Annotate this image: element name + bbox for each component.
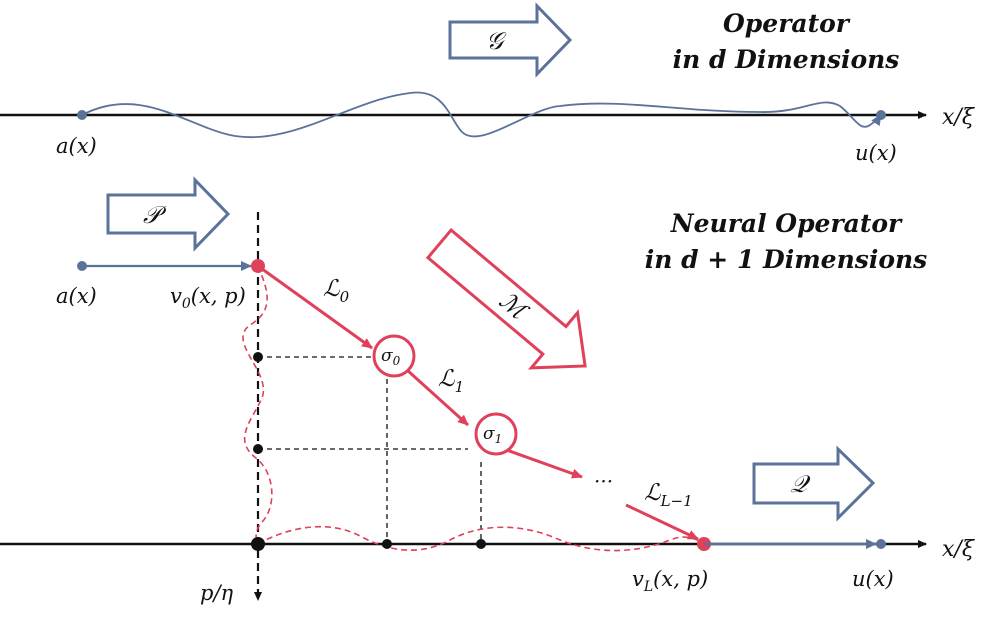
lL-symbol: ℒ	[644, 480, 661, 506]
l1-label: ℒ1	[438, 366, 464, 396]
horizontal-wavy-curve	[257, 525, 705, 552]
sigma0-label: σ0	[381, 346, 401, 368]
sigma0-symbol: σ	[381, 346, 393, 366]
bottom-u-point	[876, 539, 886, 549]
l0-symbol: ℒ	[323, 276, 340, 302]
v0-label: v0(x, p)	[170, 284, 246, 312]
m-block-arrow	[425, 227, 587, 370]
v0-arguments: (x, p)	[191, 284, 246, 308]
layer-ellipsis: ···	[594, 469, 613, 493]
top-operator-curve	[81, 91, 882, 139]
operator-title-line2: in d Dimensions	[673, 45, 900, 74]
top-u-point	[876, 110, 886, 120]
sigma1-out-arrow	[500, 446, 583, 479]
p-block-arrow	[106, 176, 231, 252]
sigma1-label: σ1	[483, 424, 502, 446]
operator-title-line1: Operator	[723, 9, 851, 38]
l0-subscript: 0	[340, 288, 350, 306]
top-a-label: a(x)	[56, 134, 97, 158]
top-u-label: u(x)	[855, 141, 897, 165]
lL-label: ℒL−1	[644, 480, 693, 510]
vertical-marker-1	[253, 352, 263, 362]
sigma1-subscript: 1	[495, 432, 503, 446]
top-axis-label: x/ξ	[942, 105, 976, 130]
lL-subscript: L−1	[660, 492, 693, 510]
sigma1-node	[474, 412, 518, 456]
vL-label: vL(x, p)	[632, 567, 708, 595]
vertical-axis-label: p/η	[200, 581, 234, 605]
axis-marker-2	[476, 539, 486, 549]
sigma1-symbol: σ	[483, 424, 495, 444]
top-a-point	[77, 110, 87, 120]
sigma0-subscript: 0	[393, 354, 401, 368]
neural-operator-title-line1: Neural Operator	[670, 209, 903, 238]
l1-subscript: 1	[455, 378, 465, 396]
l0-arrow	[257, 264, 373, 350]
vertical-marker-2	[253, 444, 263, 454]
q-block-arrow	[752, 445, 876, 522]
vL-symbol: v	[632, 567, 644, 591]
q-operator-symbol: 𝒬	[790, 470, 811, 498]
vL-arguments: (x, p)	[653, 567, 708, 591]
axis-marker-1	[382, 539, 392, 549]
l0-label: ℒ0	[323, 276, 350, 306]
g-operator-symbol: 𝒢	[486, 27, 507, 55]
l1-symbol: ℒ	[438, 366, 455, 392]
bottom-a-point	[77, 261, 87, 271]
bottom-u-label: u(x)	[852, 567, 894, 591]
v0-point	[251, 259, 265, 273]
bottom-a-label: a(x)	[56, 284, 97, 308]
bottom-axis-label: x/ξ	[942, 537, 976, 562]
vertical-wavy-curve	[242, 265, 273, 545]
g-block-arrow	[448, 2, 573, 78]
l1-arrow	[405, 368, 470, 427]
origin-marker	[251, 537, 265, 551]
v0-subscript: 0	[182, 296, 191, 312]
lL-arrow	[625, 503, 699, 541]
vL-subscript: L	[643, 579, 653, 595]
v0-symbol: v	[170, 284, 182, 308]
neural-operator-title-line2: in d + 1 Dimensions	[645, 245, 928, 274]
sigma0-node	[372, 334, 416, 378]
